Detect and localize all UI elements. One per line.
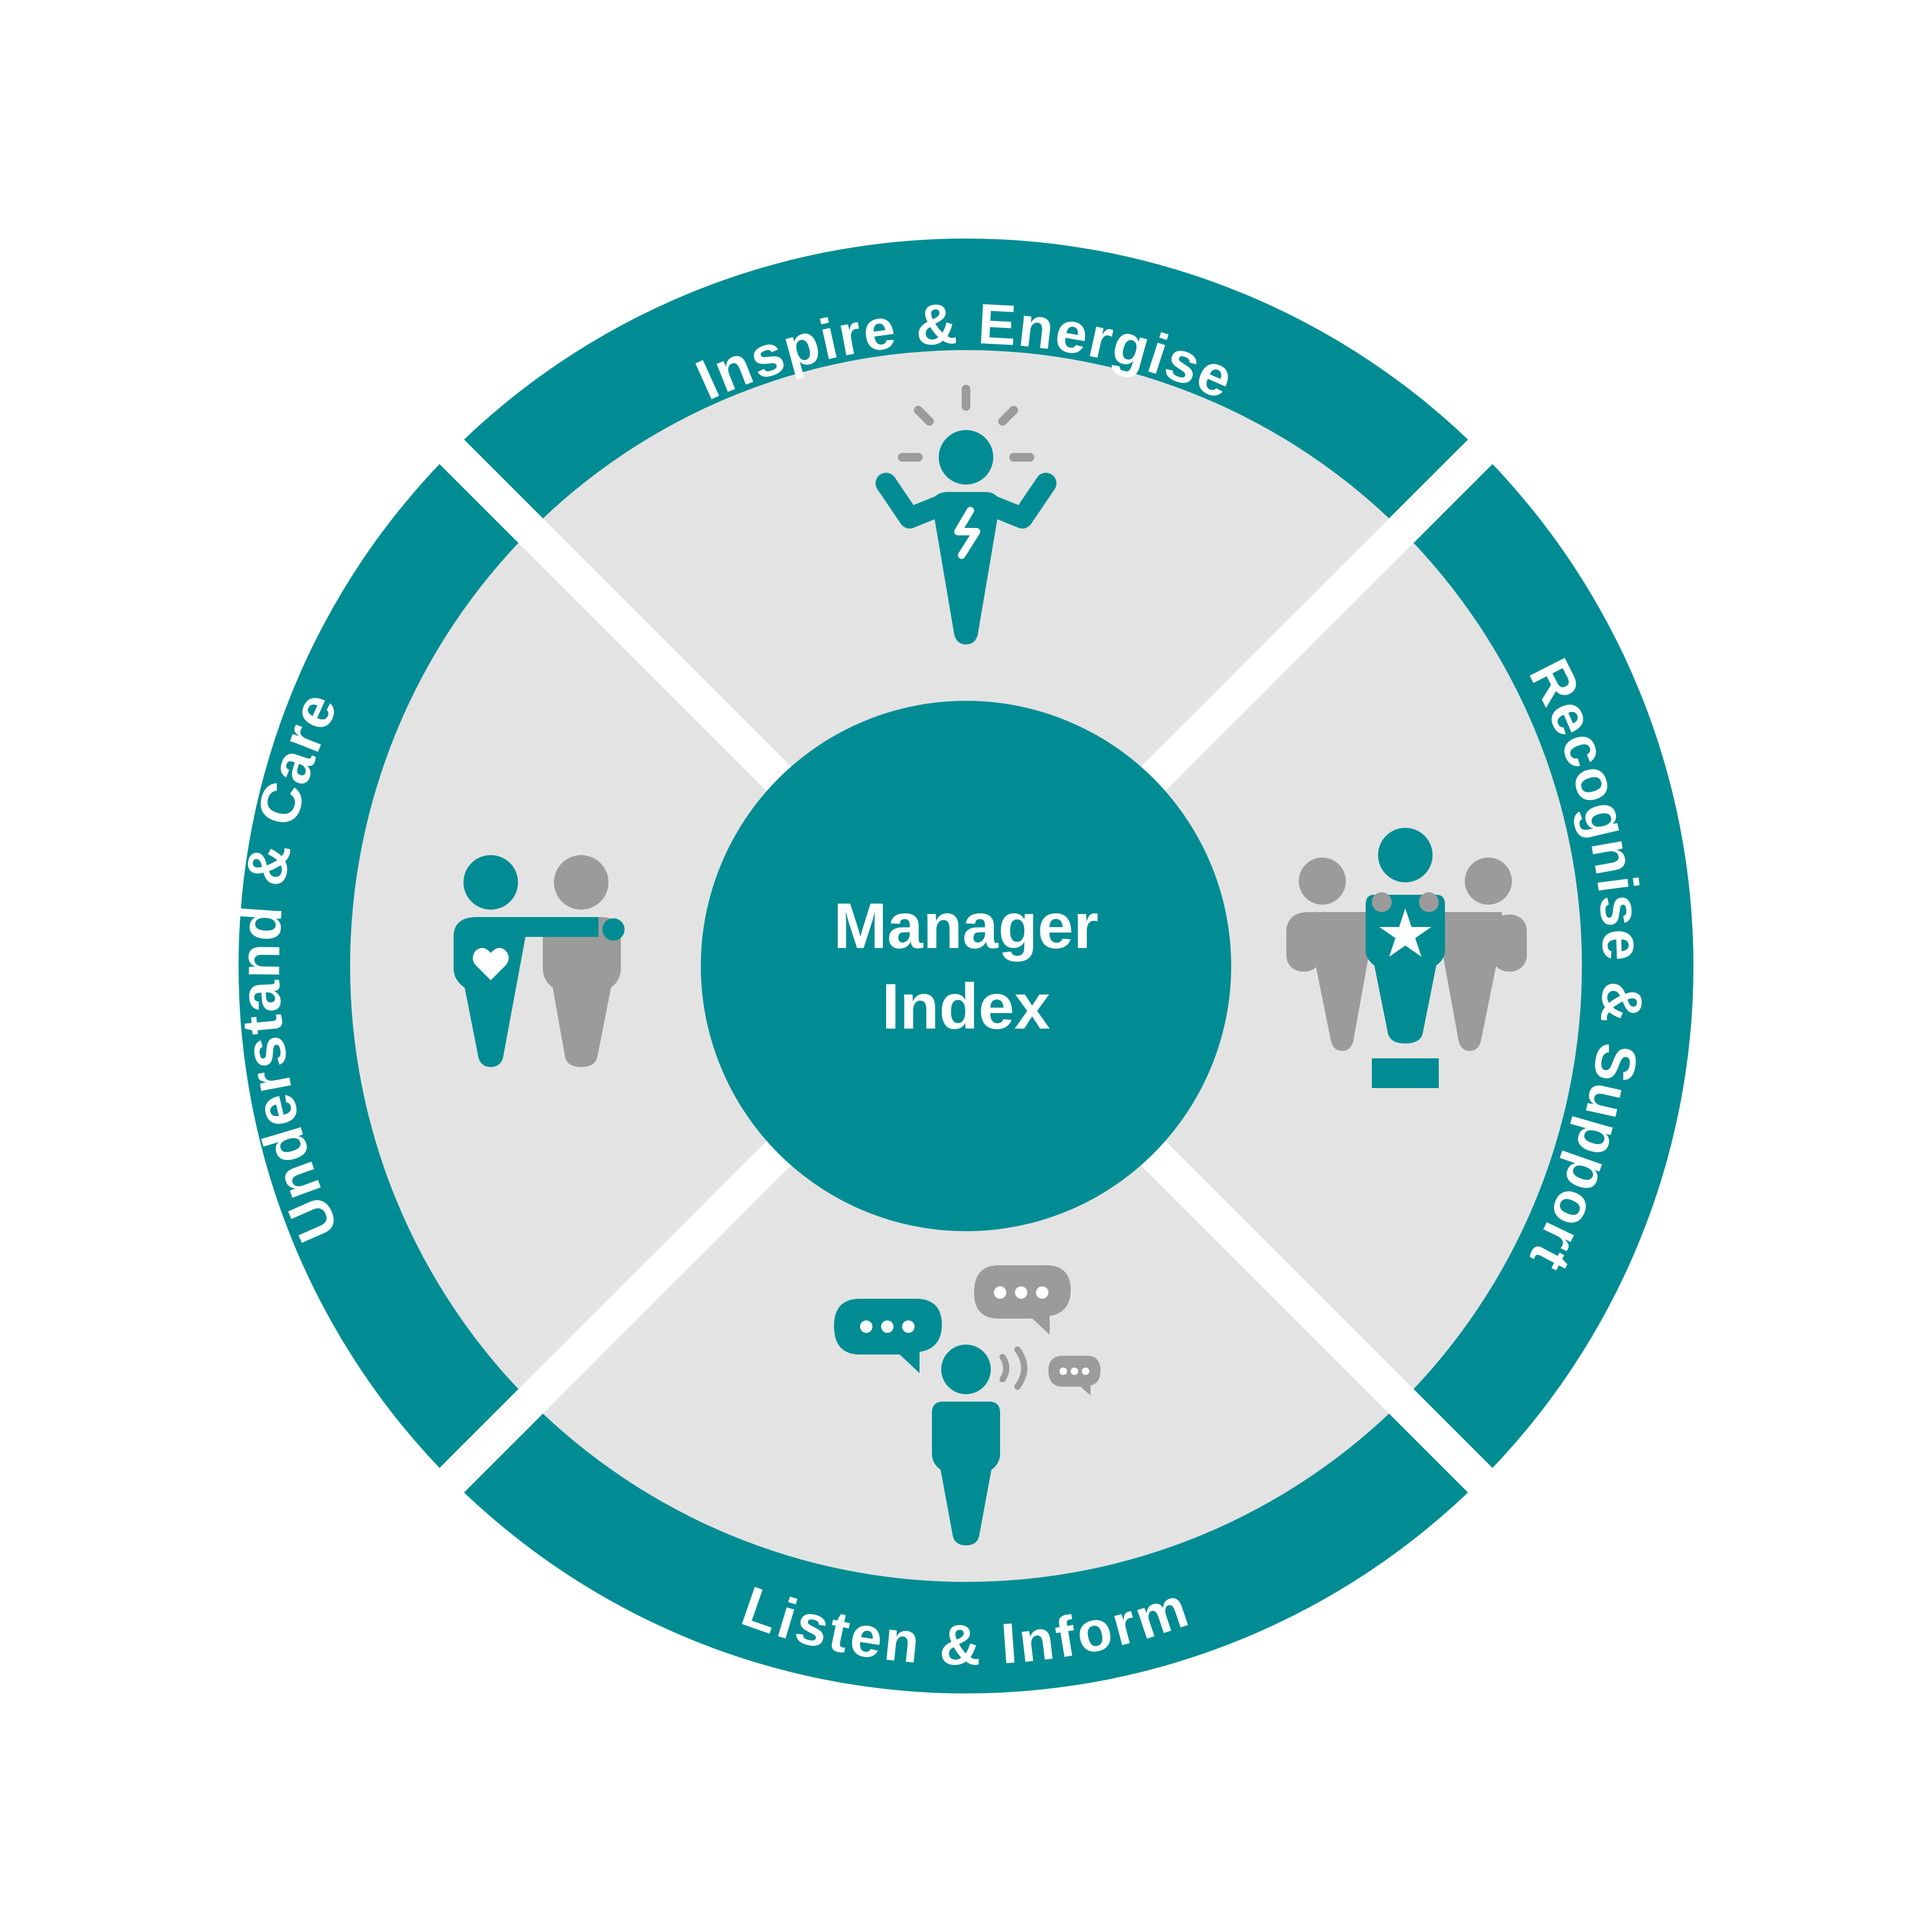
center-hub: Manager Index: [701, 701, 1231, 1231]
caring-people-icon: [454, 855, 625, 1067]
speaking-person-icon: [834, 1265, 1100, 1545]
energised-person-icon: [876, 385, 1056, 644]
award-podium-icon: [1286, 828, 1527, 1088]
center-label-line-2: Index: [882, 971, 1050, 1043]
center-label-line-1: Manager: [833, 890, 1099, 962]
